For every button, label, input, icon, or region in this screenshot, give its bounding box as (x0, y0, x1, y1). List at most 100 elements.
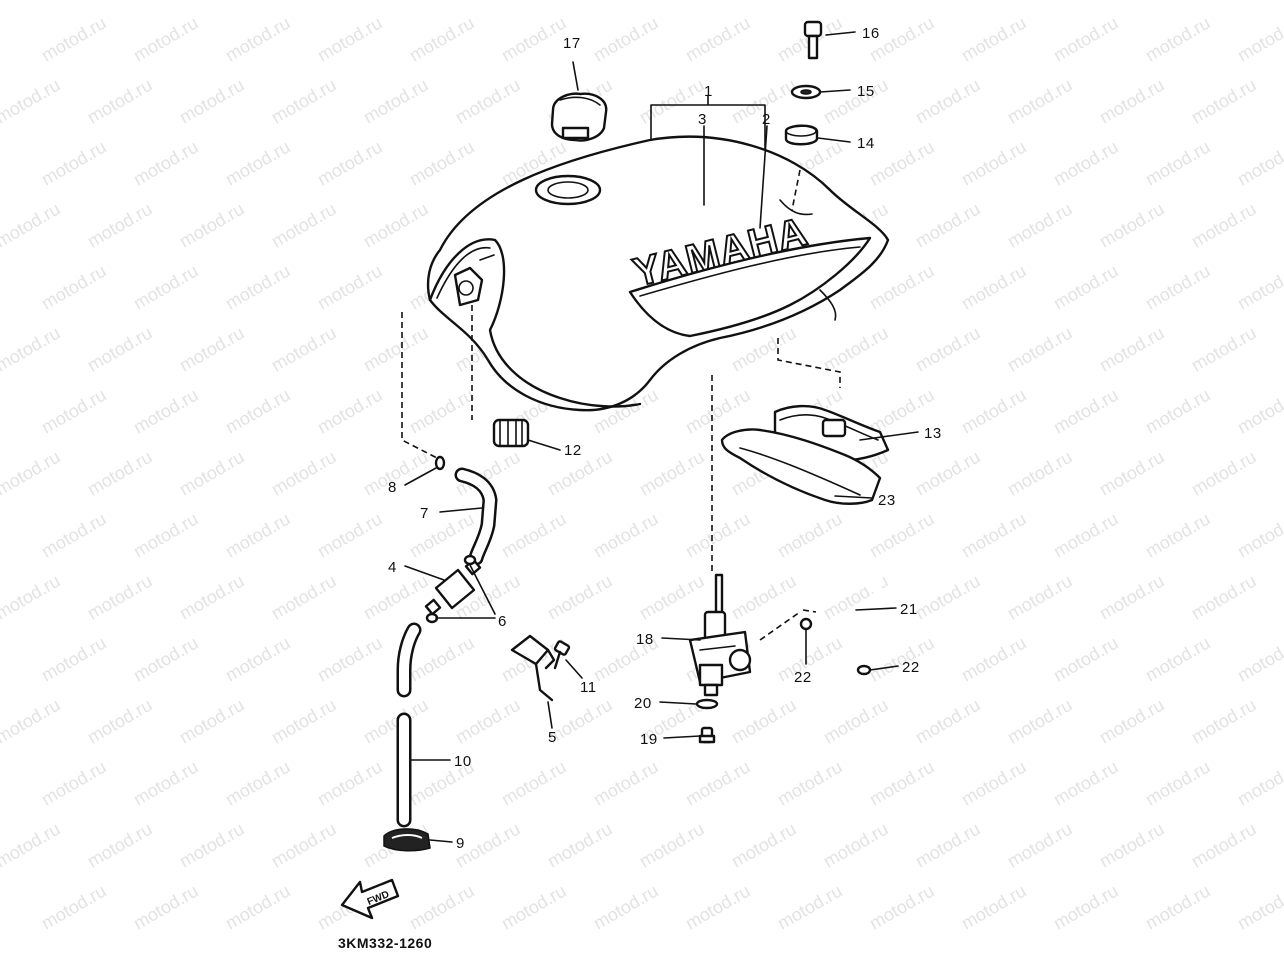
watermark-text: motod.ru (958, 757, 1030, 810)
watermark-text: motod.ru (84, 447, 156, 500)
watermark-text: motod.ru (912, 819, 984, 872)
watermark-text: motod.ru (1050, 757, 1122, 810)
watermark-text: motod.ru (452, 695, 524, 748)
watermark-text: motod.ru (774, 757, 846, 810)
watermark-text: motod.ru (728, 819, 800, 872)
watermark-text: motod.ru (682, 13, 754, 66)
watermark-text: motod.ru (176, 695, 248, 748)
watermark-text: motod.ru (1096, 0, 1168, 3)
watermark-text: motod.ru (1234, 509, 1284, 562)
watermark-text: motod.ru (38, 633, 110, 686)
watermark-text: motod.ru (84, 199, 156, 252)
watermark-text: motod.ru (1142, 509, 1214, 562)
watermark-text: motod.ru (498, 757, 570, 810)
callout-23: 23 (878, 492, 896, 509)
watermark-text: motod.ru (498, 881, 570, 934)
watermark-text: motod.ru (590, 13, 662, 66)
callout-13: 13 (924, 425, 942, 442)
filler-recess (534, 174, 602, 206)
callout-7: 7 (420, 505, 429, 522)
watermark-text: motod.ru (866, 261, 938, 314)
watermark-text: motod.ru (176, 75, 248, 128)
bracket-5 (510, 634, 556, 702)
callout-14: 14 (857, 135, 875, 152)
watermark-text: motod.ru (1234, 385, 1284, 438)
watermark-text: motod.ru (222, 881, 294, 934)
watermark-text: motod.ru (590, 509, 662, 562)
watermark-text: motod.ru (544, 819, 616, 872)
callout-5: 5 (548, 729, 557, 746)
watermark-text: motod.ru (1234, 261, 1284, 314)
watermark-text: motod.ru (1050, 385, 1122, 438)
callout-21: 21 (900, 601, 918, 618)
watermark-text: motod.ru (636, 819, 708, 872)
watermark-text: motod.ru (130, 137, 202, 190)
callout-1: 1 (704, 83, 713, 100)
watermark-text: motod.ru (38, 137, 110, 190)
watermark-text: motod.ru (1096, 199, 1168, 252)
watermark-text: motod.ru (84, 819, 156, 872)
watermark-text: motod.ru (0, 571, 64, 624)
watermark-text: motod.ru (406, 13, 478, 66)
watermark-text: motod.ru (130, 385, 202, 438)
watermark-text: motod.ru (958, 509, 1030, 562)
watermark-text: motod.ru (268, 571, 340, 624)
watermark-text: motod.ru (1050, 137, 1122, 190)
watermark-text: motod.ru (728, 0, 800, 3)
clamp-6a (463, 554, 477, 566)
watermark-text: motod.ru (1004, 695, 1076, 748)
screw-19 (698, 726, 716, 744)
callout-6: 6 (498, 613, 507, 630)
watermark-text: motod.ru (682, 509, 754, 562)
clamp-22a (799, 617, 813, 631)
watermark-text: motod.ru (1280, 571, 1284, 624)
callout-16: 16 (862, 25, 880, 42)
watermark-text: motod.ru (222, 633, 294, 686)
fuel-tank (426, 135, 890, 412)
watermark-text: motod.ru (1096, 323, 1168, 376)
watermark-text: motod.ru (38, 509, 110, 562)
watermark-text: motod.ru (1096, 75, 1168, 128)
watermark-text: motod.ru (130, 757, 202, 810)
watermark-text: motod.ru (1142, 261, 1214, 314)
watermark-text: motod.ru (958, 13, 1030, 66)
watermark-text: motod.ru (820, 0, 892, 3)
watermark-text: motod.ru (774, 509, 846, 562)
watermark-text: motod.ru (130, 13, 202, 66)
watermark-text: motod.ru (268, 0, 340, 3)
watermark-text: motod.ru (820, 819, 892, 872)
watermark-text: motod.ru (38, 881, 110, 934)
direction-arrow (340, 878, 400, 920)
watermark-text: motod.ru (1142, 633, 1214, 686)
watermark-text: motod.ru (268, 695, 340, 748)
watermark-text: motod.ru (1142, 757, 1214, 810)
watermark-text: motod.ru (728, 695, 800, 748)
assembly-lines (401, 305, 841, 641)
watermark-text: motod.ru (912, 323, 984, 376)
watermark-text: motod.ru (268, 447, 340, 500)
watermark-text: motod.ru (1188, 0, 1260, 3)
watermark-text: motod.ru (636, 447, 708, 500)
watermark-text: motod.ru (682, 757, 754, 810)
watermark-text: motod.ru (360, 199, 432, 252)
watermark-text: motod.ru (360, 695, 432, 748)
watermark-text: motod.ru (84, 0, 156, 3)
watermark-text: motod.ru (1050, 633, 1122, 686)
watermark-text: motod.ru (1004, 819, 1076, 872)
watermark-text: motod.ru (544, 571, 616, 624)
washer-20 (695, 698, 719, 710)
watermark-text: motod.ru (176, 323, 248, 376)
watermark-text: motod.ru (912, 695, 984, 748)
watermark-text: motod.ru (406, 881, 478, 934)
watermark-text: motod.ru (1188, 199, 1260, 252)
watermark-text: motod.ru (866, 881, 938, 934)
watermark-text: motod.ru (1004, 447, 1076, 500)
hose-10 (396, 622, 422, 828)
hose-21 (810, 576, 883, 665)
watermark-text: motod.ru (268, 75, 340, 128)
watermark-text: motod.ru (38, 385, 110, 438)
watermark-text: motod.ru (590, 757, 662, 810)
watermark-text: motod.ru (912, 199, 984, 252)
callout-22-left: 22 (794, 669, 812, 686)
